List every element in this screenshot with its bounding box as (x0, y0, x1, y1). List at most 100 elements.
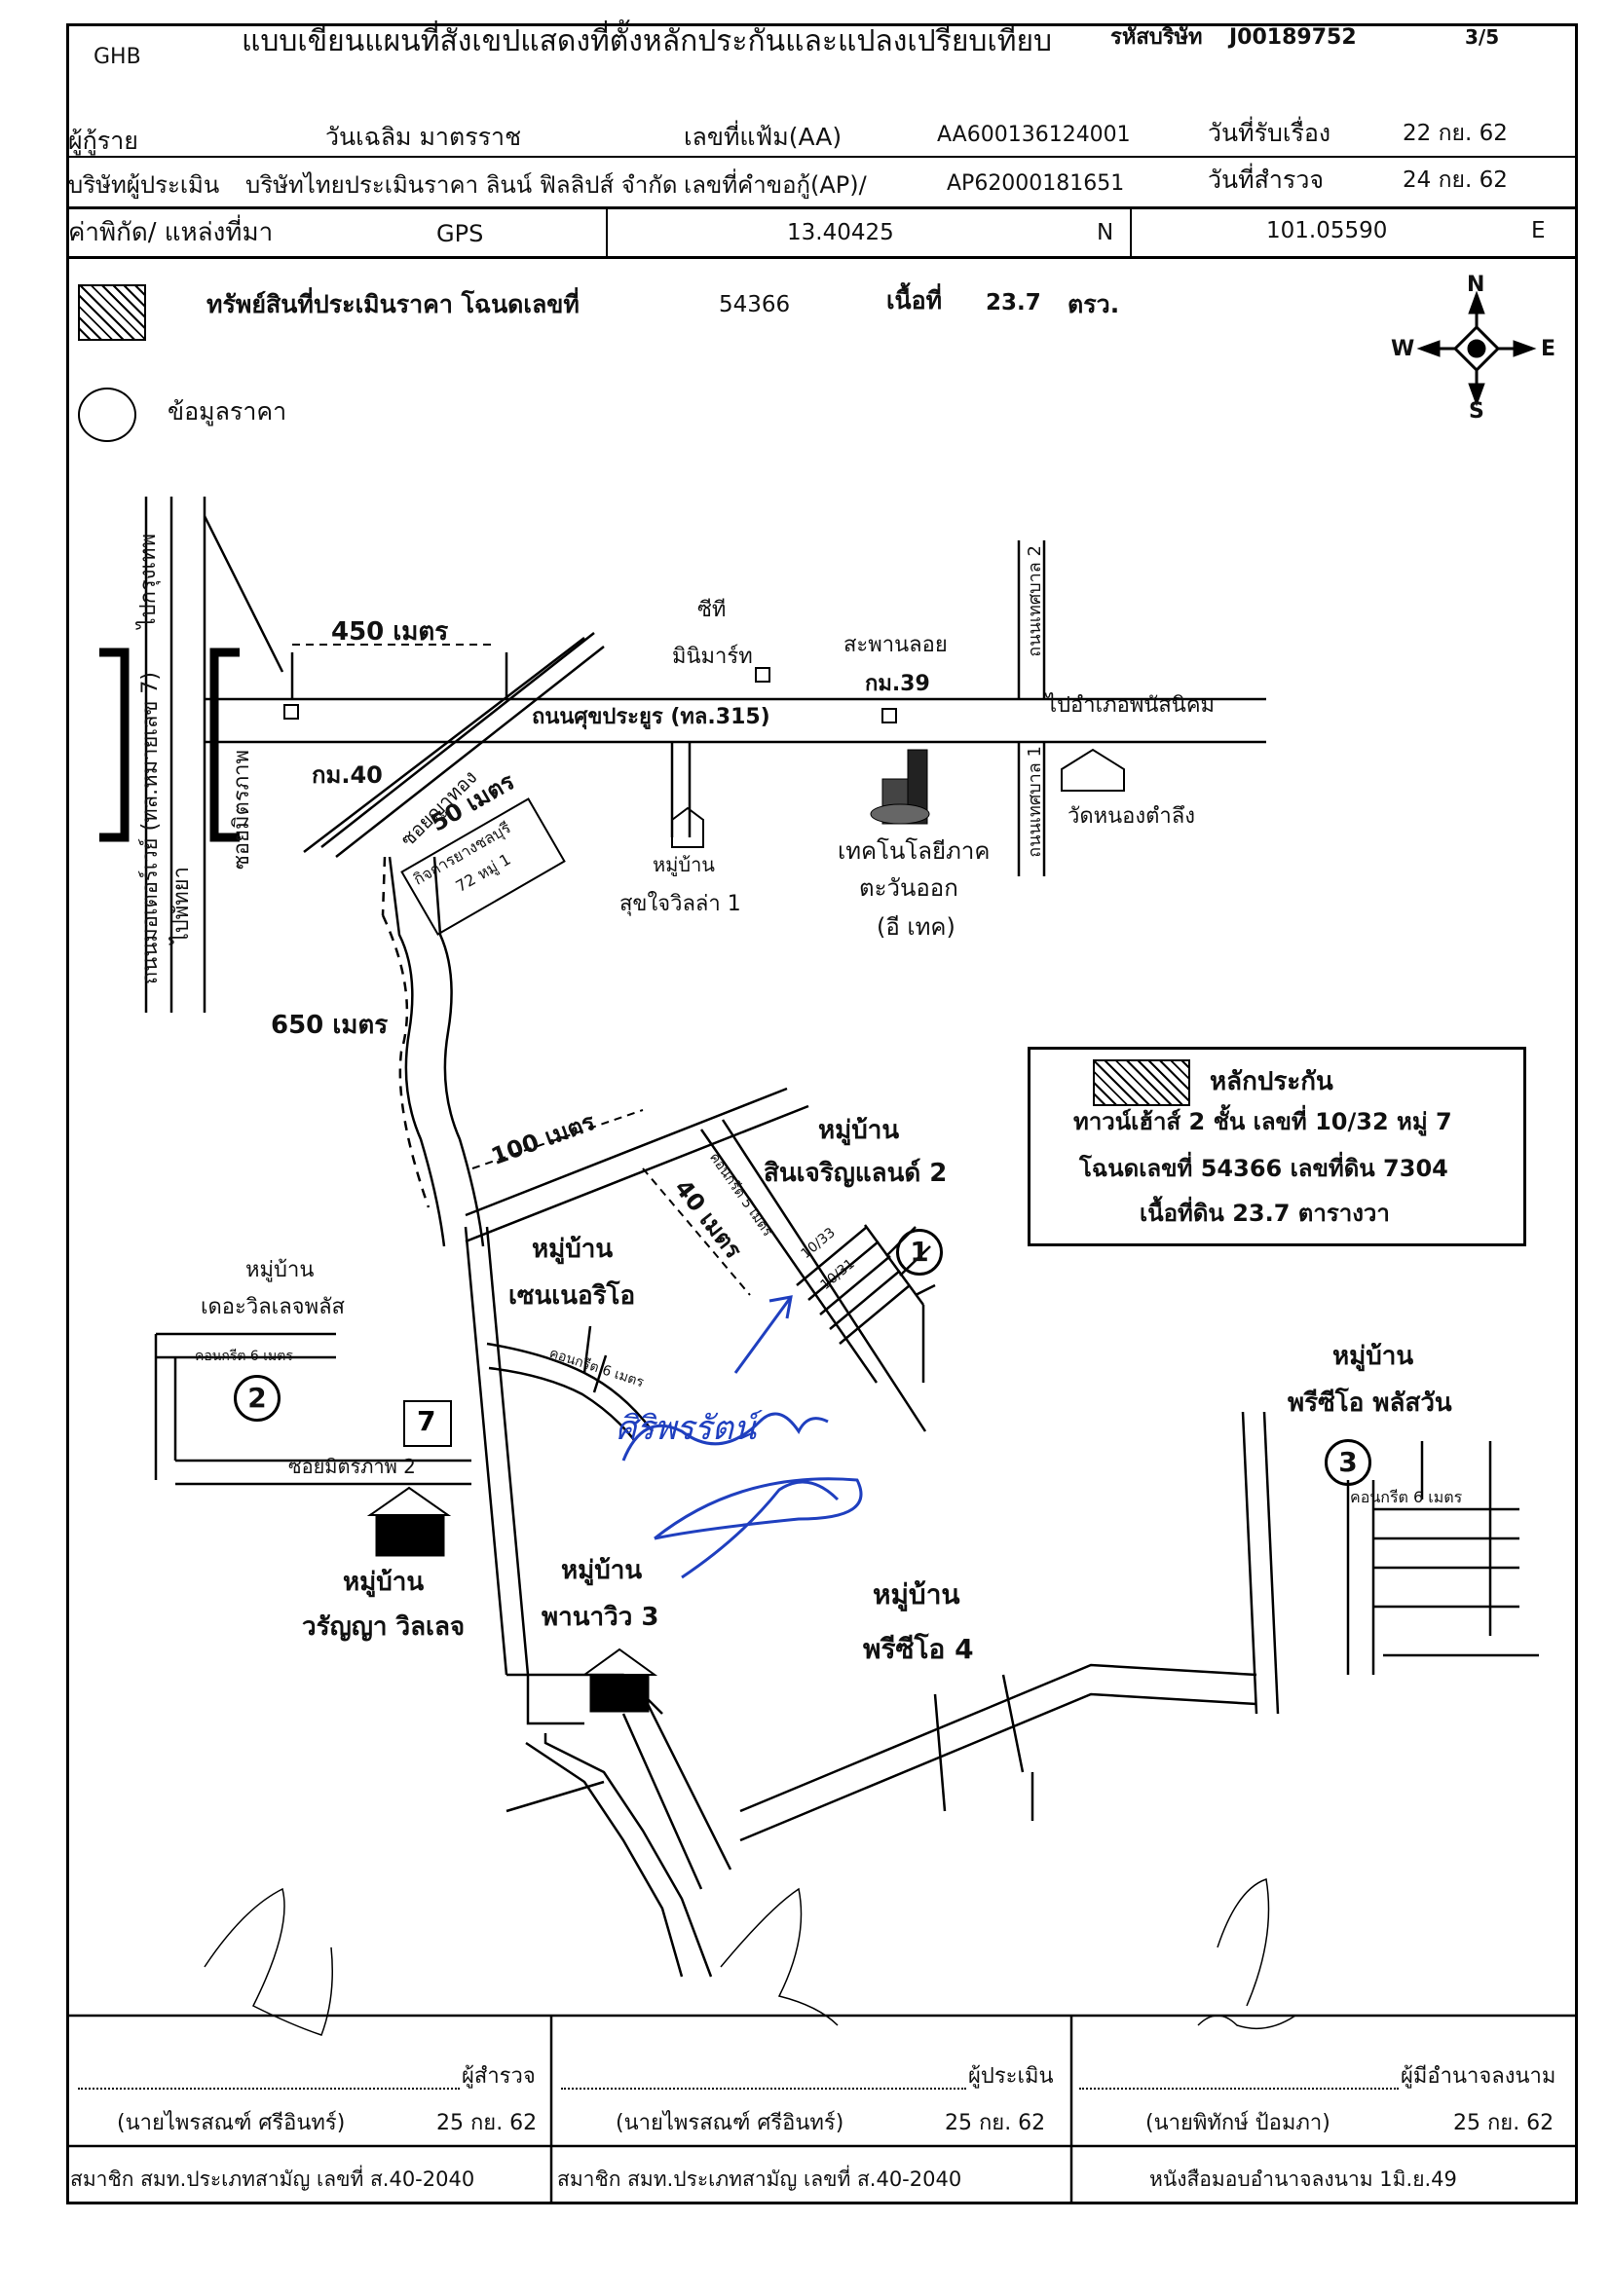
sig-2-name: (นายไพรสณฑ์ ศรีอินทร์) (616, 2111, 844, 2135)
label-motorway: ถนนมอเตอร์เวย์ (ทล.หมายเลข 7) (138, 672, 163, 985)
sig-3-role: ผู้มีอำนาจลงนาม (1401, 2064, 1556, 2089)
appraiser-company: บริษัทไทยประเมินราคา ลินน์ ฟิลลิปส์ จำกั… (245, 171, 678, 199)
label-sincharoen-1: หมู่บ้าน (818, 1116, 900, 1145)
label-concrete-6m-c: คอนกรีต 6 เมตร (1350, 1488, 1463, 1506)
seven-eleven-icon: 7 (403, 1400, 452, 1447)
label-sukjai-1: หมู่บ้าน (653, 853, 715, 876)
comparable-1-marker: 1 (896, 1229, 943, 1276)
row-divider (66, 156, 1578, 158)
label-overpass: สะพานลอย (843, 633, 948, 657)
label-650m: 650 เมตร (271, 1011, 389, 1040)
deed-no: 54366 (719, 292, 791, 317)
collateral-hatch-swatch (1093, 1059, 1190, 1106)
label-sennerio-2: เซนเนอริโอ (508, 1281, 636, 1311)
coord-label: ค่าพิกัด/ แหล่งที่มา (68, 218, 274, 247)
sig-1-name: (นายไพรสณฑ์ ศรีอินทร์) (117, 2111, 346, 2135)
collateral-line-3: เนื้อที่ดิน 23.7 ตารางวา (1140, 1200, 1390, 1227)
collateral-legend-box: หลักประกัน ทาวน์เฮ้าส์ 2 ชั้น เลขที่ 10/… (1028, 1047, 1526, 1246)
sig-2-role: ผู้ประเมิน (968, 2064, 1054, 2089)
coordinate-row (66, 206, 1578, 259)
comparable-2-marker: 2 (234, 1375, 281, 1422)
label-km39: กม.39 (865, 672, 930, 696)
property-label: ทรัพย์สินที่ประเมินราคา โฉนดเลขที่ (206, 290, 580, 318)
compass-w: W (1391, 337, 1415, 361)
received-date-label: วันที่รับเรื่อง (1208, 119, 1331, 147)
label-to-phanat: ไปอำเภอพนัสนิคม (1046, 693, 1216, 718)
label-tessaban-1: ถนนเทศบาล 1 (1025, 746, 1045, 858)
borrower-name: วันเฉลิม มาตรราช (325, 123, 522, 151)
label-450m: 450 เมตร (331, 617, 449, 647)
area-unit: ตรว. (1068, 290, 1120, 318)
collateral-line-1: ทาวน์เฮ้าส์ 2 ชั้น เลขที่ 10/32 หมู่ 7 (1073, 1108, 1452, 1135)
price-info-circle (78, 388, 136, 442)
price-info-label: ข้อมูลราคา (168, 397, 287, 426)
sig-dotline-3 (1079, 2088, 1399, 2090)
sig-2-date: 25 กย. 62 (945, 2111, 1046, 2135)
label-sincharoen-2: สินเจริญแลนด์ 2 (764, 1159, 948, 1188)
seven-eleven-label: 7 (417, 1405, 436, 1437)
property-hatch-swatch (78, 284, 146, 341)
label-deville-1: หมู่บ้าน (245, 1258, 315, 1282)
label-to-pattaya: ไปพัทยา (169, 867, 194, 944)
sig-3-date: 25 กย. 62 (1453, 2111, 1555, 2135)
label-sukprayoon-road: ถนนศุขประยูร (ทล.315) (532, 705, 770, 729)
sig-dotline-1 (78, 2088, 460, 2090)
sig-3-name: (นายพิทักษ์ ป้อมภา) (1145, 2111, 1330, 2135)
label-tessaban-2: ถนนเทศบาล 2 (1025, 545, 1045, 657)
label-concrete-6m-b: คอนกรีต 6 เมตร (195, 1349, 293, 1364)
document-frame (66, 23, 1578, 2204)
label-precio-plus-2: พรีซีโอ พลัสวัน (1288, 1389, 1452, 1418)
label-etech-3: (อี เทค) (877, 913, 955, 941)
comparable-3-marker: 3 (1325, 1439, 1371, 1486)
survey-date-label: วันที่สำรวจ (1208, 166, 1325, 194)
sig-1-role: ผู้สำรวจ (462, 2064, 536, 2089)
file-no: AA600136124001 (937, 123, 1131, 147)
compass-n: N (1467, 273, 1485, 297)
coord-lon-dir: E (1531, 218, 1546, 243)
company-code: J00189752 (1229, 25, 1357, 50)
company-code-label: รหัสบริษัท (1110, 25, 1203, 50)
coord-lon: 101.05590 (1266, 218, 1388, 243)
coord-lat-dir: N (1097, 220, 1114, 245)
label-wat: วัดหนองตำลึง (1068, 804, 1196, 829)
label-panaview-1: หมู่บ้าน (561, 1556, 643, 1585)
document-title: แบบเขียนแผนที่สังเขปแสดงที่ตั้งหลักประกั… (242, 24, 1053, 58)
handwritten-note: ศิริพรรัตน์ (616, 1409, 757, 1448)
label-sukjai-2: สุขใจวิลล่า 1 (619, 892, 741, 916)
label-precio4-1: หมู่บ้าน (873, 1578, 960, 1611)
label-soi-mittraphap-2: ซอยมิตรภาพ 2 (288, 1455, 416, 1478)
page-number: 3/5 (1465, 25, 1500, 49)
borrower-label: ผู้กู้ราย (68, 127, 138, 155)
label-km40: กม.40 (312, 761, 383, 789)
label-etech-2: ตะวันออก (859, 874, 958, 902)
label-precio4-2: พรีซีโอ 4 (863, 1633, 974, 1665)
file-no-label: เลขที่แฟ้ม(AA) (684, 123, 843, 151)
request-no-label: เลขที่คำขอกู้(AP)/ (684, 171, 867, 199)
label-panaview-2: พานาวิว 3 (542, 1603, 659, 1632)
label-cpall-2: มินิมาร์ท (672, 645, 753, 669)
coord-divider (1130, 206, 1132, 259)
label-wanya-2: วรัญญา วิลเลจ (302, 1612, 466, 1642)
area-label: เนื้อที่ (886, 286, 943, 315)
area-value: 23.7 (986, 290, 1041, 315)
label-wanya-1: หมู่บ้าน (343, 1568, 425, 1597)
survey-date: 24 กย. 62 (1403, 167, 1508, 193)
label-sennerio-1: หมู่บ้าน (532, 1235, 614, 1264)
compass-s: S (1469, 399, 1484, 424)
request-no: AP62000181651 (947, 171, 1125, 196)
label-deville-2: เดอะวิลเลจพลัส (201, 1295, 345, 1319)
appraiser-company-label: บริษัทผู้ประเมิน (68, 171, 220, 199)
label-to-bangkok: ไปกรุงเทพ (136, 534, 161, 629)
compass-e: E (1541, 337, 1556, 361)
collateral-line-2: โฉนดเลขที่ 54366 เลขที่ดิน 7304 (1079, 1155, 1448, 1182)
sig-1-member: สมาชิก สมท.ประเภทสามัญ เลขที่ ส.40-2040 (70, 2167, 475, 2191)
label-etech-1: เทคโนโลยีภาค (838, 837, 991, 865)
collateral-title: หลักประกัน (1210, 1067, 1333, 1096)
coord-lat: 13.40425 (787, 220, 894, 245)
label-cpall-1: ซีที (697, 598, 727, 622)
sig-3-member: หนังสือมอบอำนาจลงนาม 1มิ.ย.49 (1149, 2167, 1457, 2191)
label-soi-mittraphap: ซอยมิตรภาพ (230, 750, 254, 870)
received-date: 22 กย. 62 (1403, 121, 1508, 146)
coord-divider (606, 206, 608, 259)
